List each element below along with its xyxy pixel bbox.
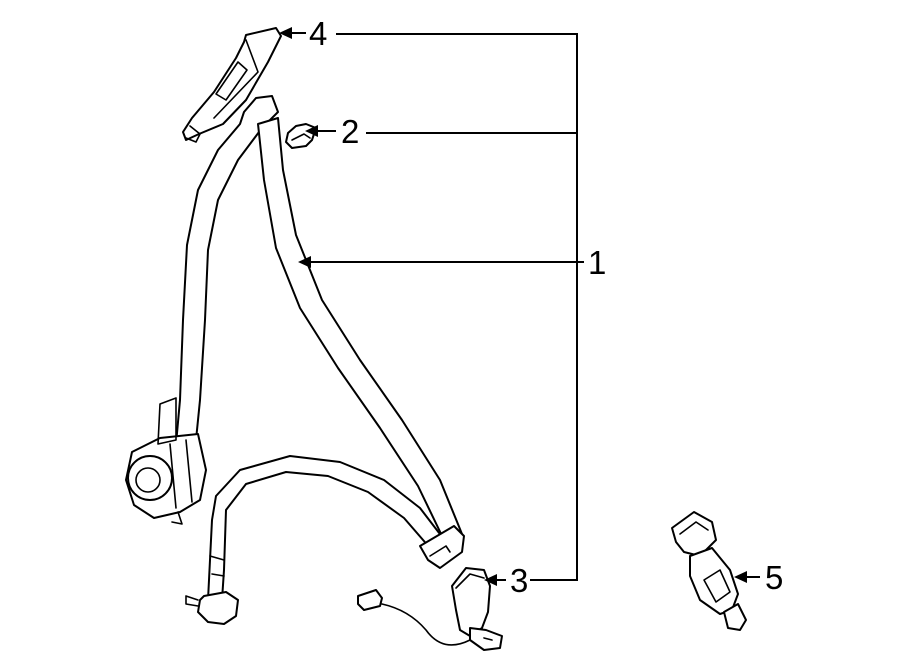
arrow-4 (279, 27, 292, 39)
arrow-5 (734, 571, 747, 583)
part-4-upper-trim-cover[interactable] (182, 27, 282, 143)
arrow-3 (484, 574, 497, 586)
callout-leaders (279, 27, 760, 586)
callout-label-1: 1 (588, 244, 606, 281)
callout-label-4: 4 (309, 15, 327, 52)
part-1-seat-belt-assembly[interactable] (125, 95, 465, 625)
callout-label-2: 2 (341, 113, 359, 150)
arrow-1 (298, 256, 311, 268)
arrow-2 (305, 125, 318, 137)
part-2-guide-cover[interactable] (285, 123, 317, 149)
part-5-buckle-extender[interactable] (671, 511, 747, 631)
callout-label-5: 5 (765, 559, 783, 596)
callout-label-3: 3 (510, 562, 528, 599)
bracket-line (336, 33, 578, 581)
part-3-buckle[interactable] (357, 567, 503, 651)
